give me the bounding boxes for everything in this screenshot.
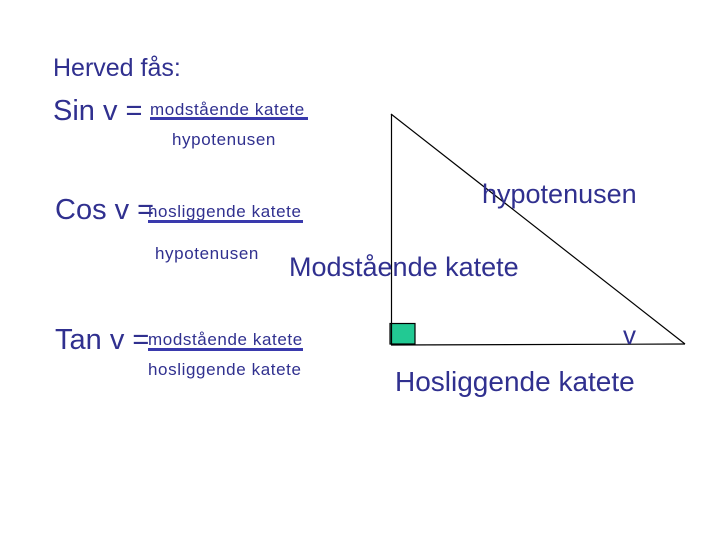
- formula-sine-denominator: hypotenusen: [172, 130, 276, 149]
- label-adjacent-katete: Hosliggende katete: [395, 366, 635, 397]
- right-angle-marker: [389, 322, 416, 345]
- formula-tangent-denominator: hosliggende katete: [148, 360, 302, 379]
- formula-sine-fraction-bar: [150, 117, 308, 120]
- formula-sine-numerator: modstående katete: [150, 100, 305, 119]
- label-opposite-katete: Modstående katete: [289, 252, 519, 282]
- formula-tangent-lhs: Tan v =: [55, 324, 150, 356]
- triangle-adjacent-side: [390, 343, 686, 346]
- formula-cosine-lhs: Cos v =: [55, 194, 155, 226]
- triangle-hypotenuse-side: [390, 113, 686, 345]
- formula-cosine-fraction-bar: [148, 220, 303, 223]
- formula-tangent-numerator: modstående katete: [148, 330, 303, 349]
- formula-sine-lhs: Sin v =: [53, 95, 143, 127]
- formula-cosine-numerator: hosliggende katete: [148, 202, 302, 221]
- label-angle-v: v: [623, 320, 636, 350]
- label-hypotenuse: hypotenusen: [482, 179, 637, 209]
- formula-tangent-fraction-bar: [148, 348, 303, 351]
- formula-cosine-denominator: hypotenusen: [155, 244, 259, 263]
- slide-title: Herved fås:: [53, 54, 181, 82]
